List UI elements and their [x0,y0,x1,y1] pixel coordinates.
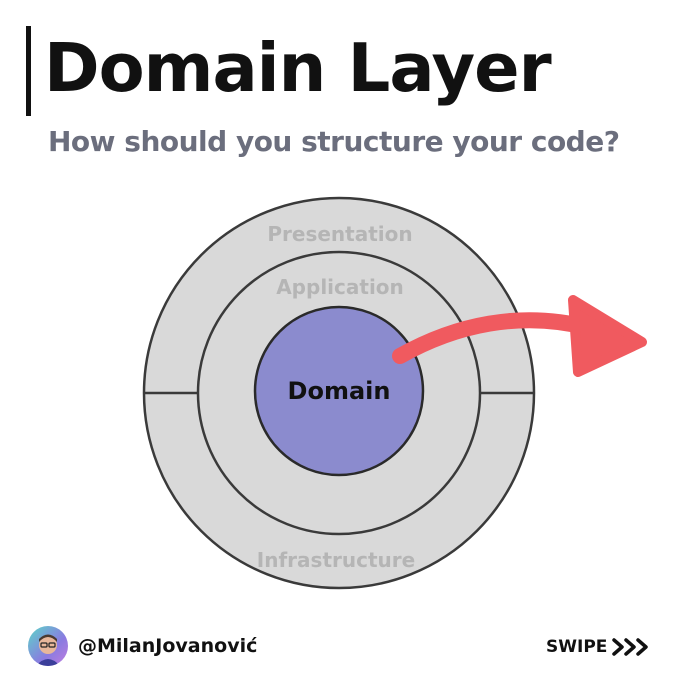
application-label: Application [276,275,404,299]
page-subtitle: How should you structure your code? [48,125,620,158]
author-handle: @MilanJovanović [78,635,258,657]
title-accent-bar [26,26,31,116]
page-title: Domain Layer [44,29,552,107]
swipe-label: SWIPE [546,637,608,657]
infrastructure-label: Infrastructure [257,548,415,572]
domain-core [253,305,425,477]
avatar-face-icon [36,634,60,666]
arrow-icon [392,295,647,377]
triple-chevron-right-icon [612,638,648,656]
domain-label: Domain [288,377,391,405]
presentation-label: Presentation [267,222,412,246]
avatar [28,626,68,666]
